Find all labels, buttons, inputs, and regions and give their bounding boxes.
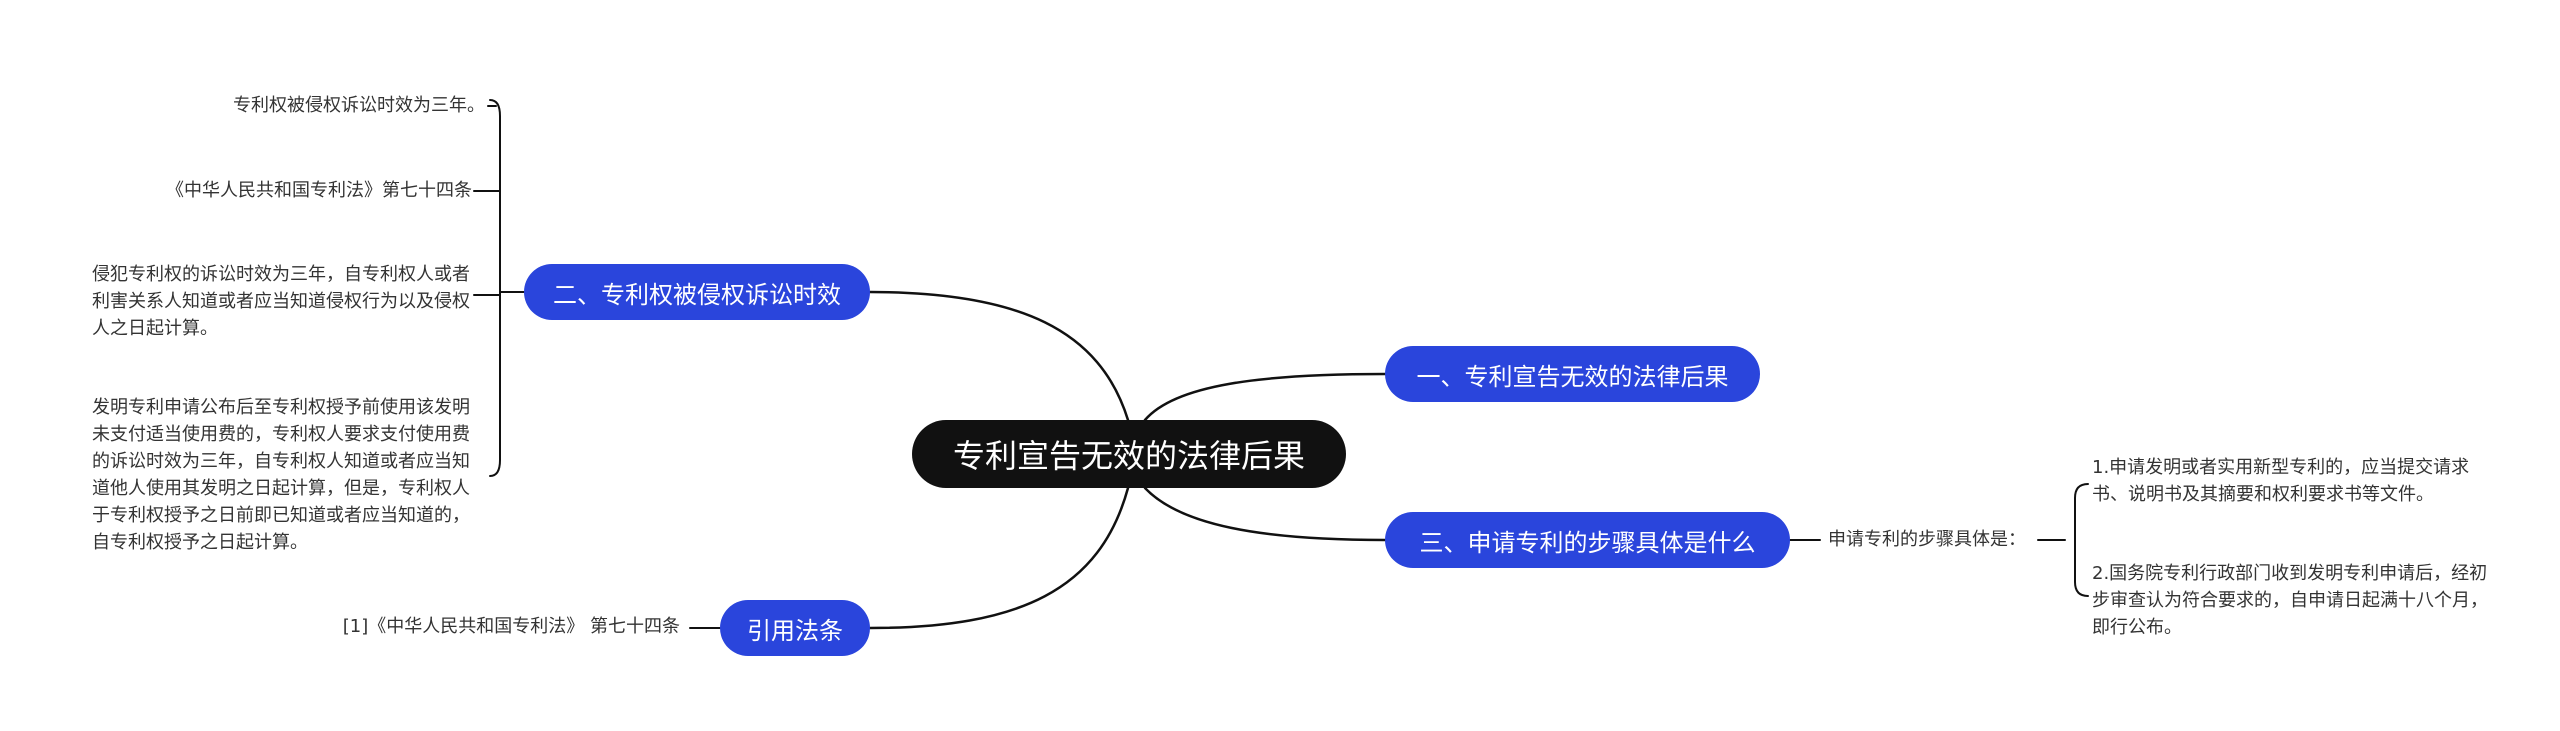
b3-leaf-2: 2.国务院专利行政部门收到发明专利申请后，经初步审查认为符合要求的，自申请日起满… [2092, 563, 2488, 638]
branch-limitation-period[interactable]: 二、专利权被侵权诉讼时效 [524, 264, 870, 320]
b3-leaf-1: 1.申请发明或者实用新型专利的，应当提交请求书、说明书及其摘要和权利要求书等文件… [2092, 457, 2470, 505]
branch-legal-consequences[interactable]: 一、专利宣告无效的法律后果 [1385, 346, 1760, 402]
branch-label: 三、申请专利的步骤具体是什么 [1419, 528, 1756, 557]
branch-label: 引用法条 [747, 616, 843, 645]
link-root-b3 [1143, 486, 1387, 542]
b2-bracket [489, 99, 501, 477]
root-label: 专利宣告无效的法律后果 [952, 437, 1305, 475]
root-node[interactable]: 专利宣告无效的法律后果 [912, 420, 1346, 488]
branch-application-steps[interactable]: 三、申请专利的步骤具体是什么 [1385, 512, 1790, 568]
b2-leaf-2: 《中华人民共和国专利法》第七十四条 [166, 180, 472, 201]
b4-leaf-1: [1]《中华人民共和国专利法》 第七十四条 [342, 616, 680, 637]
link-root-b2 [868, 290, 1130, 422]
b2-leaf-4: 发明专利申请公布后至专利权授予前使用该发明未支付适当使用费的，专利权人要求支付使… [92, 397, 470, 553]
b2-leaf-3: 侵犯专利权的诉讼时效为三年，自专利权人或者利害关系人知道或者应当知道侵权行为以及… [92, 264, 470, 339]
b2-leaf-1: 专利权被侵权诉讼时效为三年。 [233, 95, 485, 116]
b3-sub-label: 申请专利的步骤具体是： [1828, 529, 2026, 550]
link-root-b4 [868, 486, 1130, 630]
link-root-b1 [1143, 372, 1387, 422]
branch-cited-law[interactable]: 引用法条 [720, 600, 870, 656]
branch-label: 二、专利权被侵权诉讼时效 [553, 280, 841, 309]
branch-label: 一、专利宣告无效的法律后果 [1416, 362, 1729, 391]
b3-bracket [2074, 483, 2089, 597]
